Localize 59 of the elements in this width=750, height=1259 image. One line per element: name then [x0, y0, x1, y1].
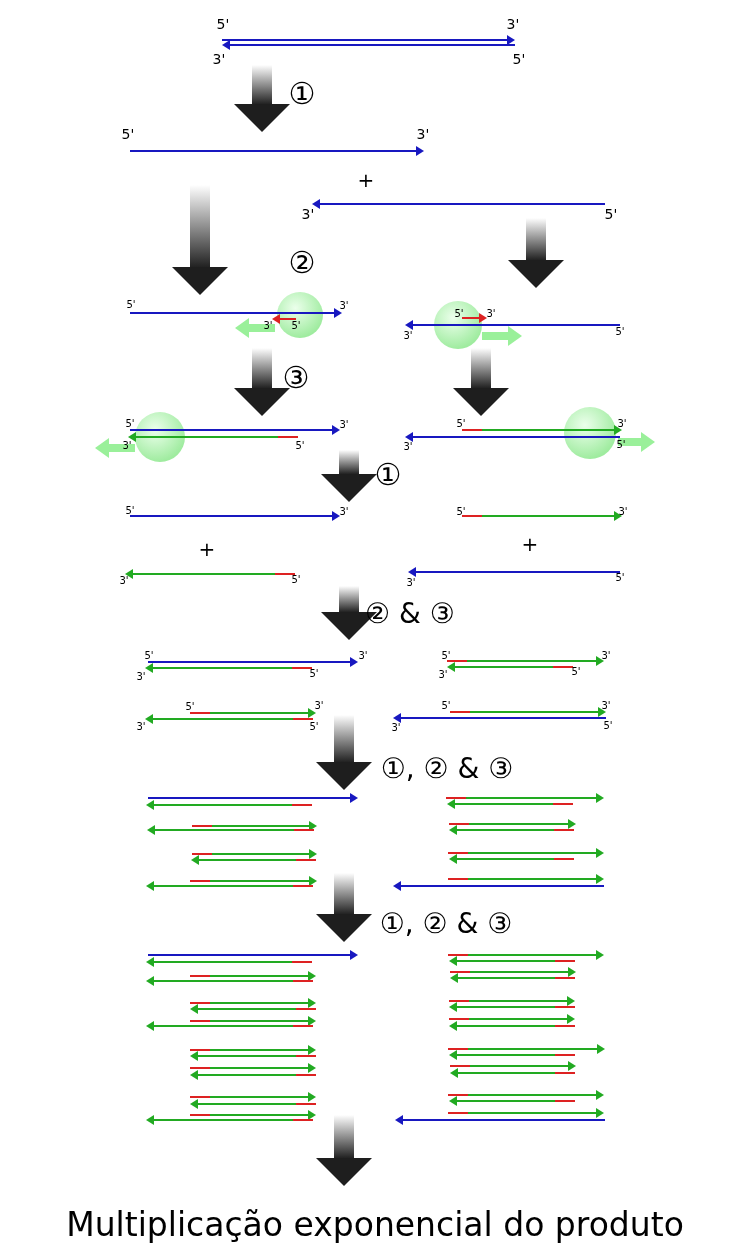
strand-end-label: 3': [358, 651, 368, 661]
strand-end-label: 3': [618, 507, 628, 517]
strand-end-label: 3': [263, 321, 273, 331]
strand-end-label: 5': [309, 669, 319, 679]
strand-end-label: 3': [601, 701, 611, 711]
strand-end-label: 3': [416, 127, 430, 141]
strand-end-label: 5': [125, 419, 135, 429]
strand-end-label: 3': [403, 442, 413, 452]
plus-sign: +: [357, 170, 375, 190]
strand-end-label: 5': [295, 441, 305, 451]
strand-end-label: 5': [603, 721, 613, 731]
strand-end-label: 3': [339, 420, 349, 430]
strand-end-label: 3': [136, 672, 146, 682]
strand-end-label: 3': [506, 17, 520, 31]
strand-end-label: 3': [339, 301, 349, 311]
strand-end-label: 5': [616, 440, 626, 450]
strand-end-label: 5': [454, 309, 464, 319]
strand-end-label: 5': [615, 327, 625, 337]
step-label: ③: [282, 363, 310, 393]
strand-end-label: 3': [119, 576, 129, 586]
strand-end-label: 3': [339, 507, 349, 517]
caption: Multiplicação exponencial do produto: [65, 1205, 685, 1244]
strand-end-label: 3': [617, 419, 627, 429]
strand-end-label: 5': [144, 651, 154, 661]
step-label: ①: [374, 460, 402, 490]
step-label: ①, ② & ③: [380, 755, 514, 783]
strand-end-label: 5': [512, 52, 526, 66]
strand-end-label: 3': [406, 578, 416, 588]
step-label: ①: [288, 79, 316, 109]
strand-end-label: 5': [441, 701, 451, 711]
strand-end-label: 5': [309, 722, 319, 732]
strand-end-label: 5': [456, 419, 466, 429]
strand-end-label: 3': [601, 651, 611, 661]
strand-end-label: 5': [291, 575, 301, 585]
strand-end-label: 3': [212, 52, 226, 66]
strand-end-label: 5': [456, 507, 466, 517]
strand-end-label: 3': [136, 722, 146, 732]
strand-end-label: 5': [571, 667, 581, 677]
step-label: ② & ③: [365, 600, 455, 628]
step-label: ②: [288, 248, 316, 278]
plus-sign: +: [198, 539, 216, 559]
strand-end-label: 3': [314, 701, 324, 711]
strand-end-label: 3': [122, 441, 132, 451]
strand-end-label: 5': [185, 702, 195, 712]
strand-end-label: 5': [121, 127, 135, 141]
strand-end-label: 5': [125, 506, 135, 516]
strand-end-label: 3': [486, 309, 496, 319]
strand-end-label: 3': [301, 207, 315, 221]
strand-end-label: 5': [441, 651, 451, 661]
strand-end-label: 5': [615, 573, 625, 583]
strand-end-label: 5': [291, 321, 301, 331]
strand-end-label: 3': [438, 670, 448, 680]
strand-end-label: 5': [604, 207, 618, 221]
strand-end-label: 5': [216, 17, 230, 31]
plus-sign: +: [521, 534, 539, 554]
strand-end-label: 5': [126, 300, 136, 310]
step-label: ①, ② & ③: [379, 910, 513, 938]
strand-end-label: 3': [391, 723, 401, 733]
strand-end-label: 3': [403, 331, 413, 341]
